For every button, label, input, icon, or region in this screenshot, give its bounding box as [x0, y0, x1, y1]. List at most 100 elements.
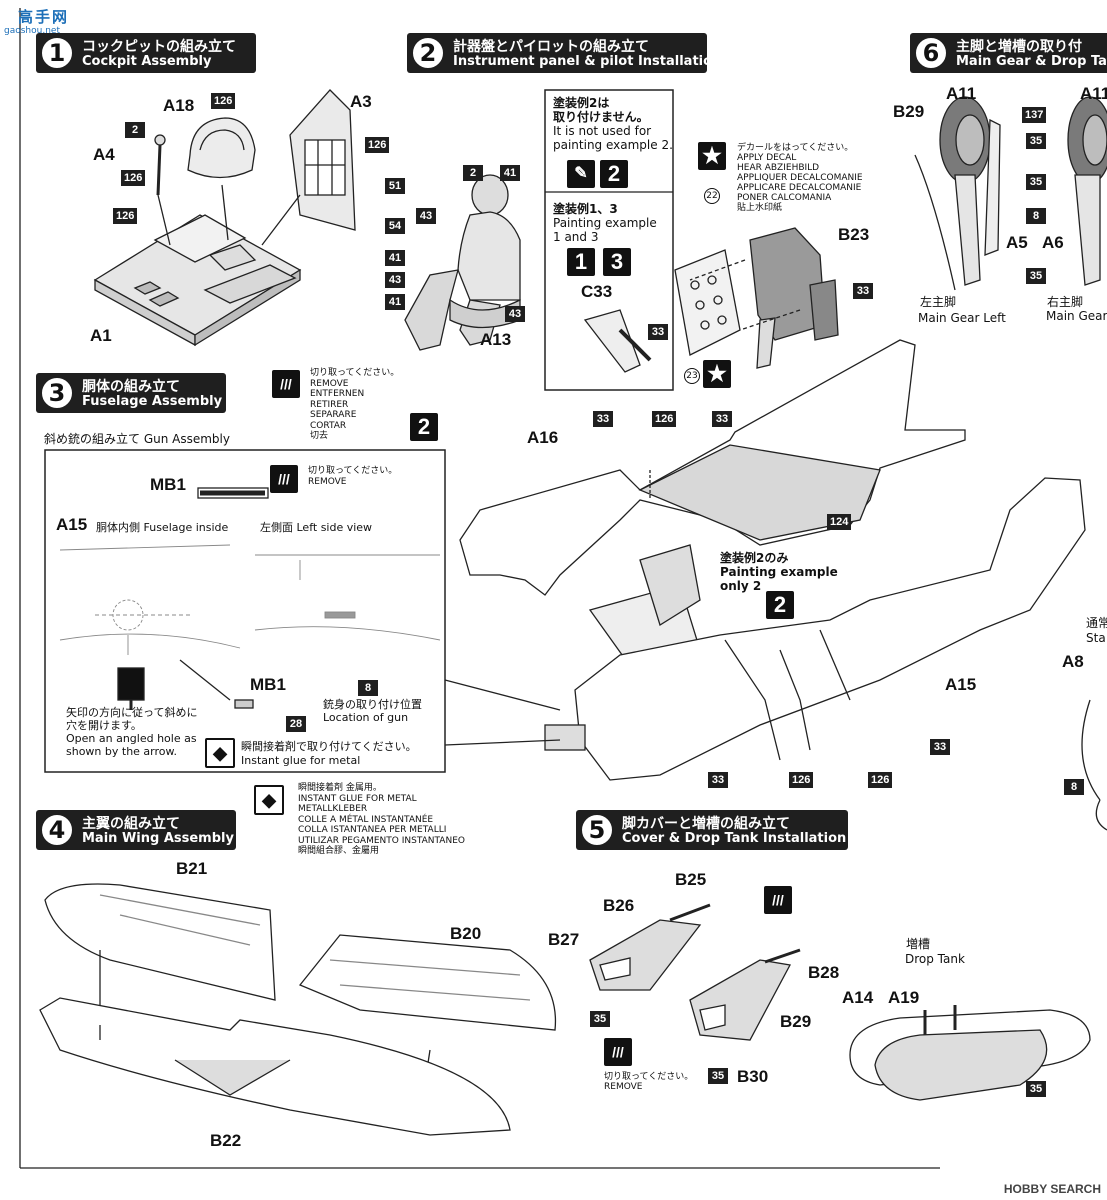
glue-diamond-icon: ◆ — [254, 785, 284, 815]
part-label: A6 — [1042, 233, 1064, 252]
not-used-note: 塗装例2は 取り付けません。 It is not used for painti… — [553, 96, 673, 152]
color-badge: 33 — [853, 283, 873, 299]
color-badge: 35 — [1026, 174, 1046, 190]
part-label: B20 — [450, 924, 482, 943]
right-edge-partial-drawing — [1081, 699, 1107, 831]
step-title-jp: 脚カバーと増槽の組み立て — [622, 816, 790, 832]
part-label: A8 — [1062, 652, 1084, 671]
step-number: 5 — [580, 813, 614, 847]
step-title-jp: 計器盤とパイロットの組み立て — [453, 39, 649, 55]
decal-number: 22 — [704, 188, 720, 204]
fuselage-inside-sketch — [59, 544, 241, 655]
step-number: 2 — [411, 36, 445, 70]
color-badge: 35 — [1026, 1081, 1046, 1097]
color-badge: 41 — [500, 165, 520, 181]
step-number: 6 — [914, 36, 948, 70]
glue-instruction-jp: 瞬間接着剤で取り付けてください。 — [241, 740, 417, 753]
gun-assembly-box — [44, 449, 446, 773]
step-3-header: 3 胴体の組み立て Fuselage Assembly — [36, 373, 226, 413]
color-badge: 126 — [652, 411, 677, 427]
part-label: B22 — [210, 1131, 242, 1150]
wing-b22-drawing — [39, 997, 511, 1136]
color-badge: 35 — [708, 1068, 728, 1084]
step-5-header: 5 脚カバーと増槽の組み立て Cover & Drop Tank Install… — [576, 810, 848, 850]
part-label: A16 — [527, 428, 559, 447]
cut-icon: /// — [764, 886, 792, 914]
fuselage-half-a16-drawing — [459, 339, 966, 596]
part-label: B27 — [548, 930, 580, 949]
hole-instruction: 矢印の方向に従って斜めに 穴を開けます。 Open an angled hole… — [66, 706, 198, 758]
standard-note-jp: 通常 — [1086, 616, 1107, 630]
part-label: A5 — [1006, 233, 1028, 252]
step-title-en: Cover & Drop Tank Installation — [622, 831, 847, 846]
remove-note-step5: 切り取ってください。 REMOVE — [604, 1072, 694, 1092]
main-gear-left-drawing — [914, 96, 1001, 291]
painting-example-icon: 1 — [567, 248, 595, 276]
gun-assembly-title: 斜め銃の組み立て Gun Assembly — [44, 432, 230, 446]
drop-tank-drawing — [849, 1005, 1091, 1101]
part-label: B21 — [176, 859, 208, 878]
step-title-en: Instrument panel & pilot Installation — [453, 54, 722, 69]
part-label: A3 — [350, 92, 372, 111]
standard-note-en: Sta — [1086, 631, 1106, 645]
step-title-jp: 主翼の組み立て — [82, 816, 180, 832]
color-badge: 33 — [712, 411, 732, 427]
color-badge: 8 — [1064, 779, 1084, 795]
glue-diamond-icon: ◆ — [205, 738, 235, 768]
color-badge: 126 — [113, 208, 138, 224]
color-badge: 51 — [385, 178, 405, 194]
wing-b21-drawing — [44, 883, 276, 1025]
painting-example-icon: 2 — [600, 160, 628, 188]
step-title-en: Cockpit Assembly — [82, 54, 212, 69]
step-number: 1 — [40, 36, 74, 70]
decal-star-icon: ★ — [703, 360, 731, 388]
drill-bit-icon — [117, 667, 145, 710]
color-badge: 33 — [648, 324, 668, 340]
gear-right-en: Main Gear — [1046, 309, 1107, 323]
step-2-header: 2 計器盤とパイロットの組み立て Instrument panel & pilo… — [407, 33, 721, 73]
color-badge: 2 — [125, 122, 145, 138]
painting-example-icon: 2 — [766, 591, 794, 619]
part-label: A15 — [945, 675, 977, 694]
color-badge: 35 — [1026, 268, 1046, 284]
part-label: MB1 — [150, 475, 186, 494]
part-label: A13 — [480, 330, 512, 349]
step-title-en: Main Gear & Drop Ta — [956, 54, 1107, 69]
color-badge: 126 — [868, 772, 893, 788]
step-number: 3 — [40, 376, 74, 410]
color-badge: 43 — [416, 208, 436, 224]
color-badge: 126 — [121, 170, 146, 186]
part-label: B28 — [808, 963, 840, 982]
part-label: A1 — [90, 326, 112, 345]
site-watermark: 高手网 gaoshou.net — [2, 4, 82, 38]
decal-number: 23 — [684, 368, 700, 384]
step-title-en: Fuselage Assembly — [82, 394, 223, 409]
color-badge: 8 — [358, 680, 378, 696]
control-stick-drawing — [154, 134, 171, 246]
painting-example-icon: 2 — [410, 413, 438, 441]
color-badge: 8 — [1026, 208, 1046, 224]
hobby-search-logo: HOBBY SEARCH — [1003, 1182, 1101, 1196]
only-example-2-note: 塗装例2のみ Painting example only 2 — [720, 551, 838, 593]
part-label: A19 — [888, 988, 920, 1007]
step-title-en: Main Wing Assembly — [82, 831, 234, 846]
glue-instruction-en: Instant glue for metal — [241, 754, 361, 767]
part-label: B29 — [780, 1012, 812, 1031]
color-badge: 41 — [385, 294, 405, 310]
watermark-title: 高手网 — [18, 8, 70, 26]
gear-right-jp: 右主脚 — [1047, 295, 1084, 309]
part-label: A11 — [946, 84, 977, 103]
left-side-sketch — [254, 554, 441, 641]
fuselage-half-a15-drawing — [544, 477, 1086, 781]
instant-glue-note: 瞬間接着剤 金属用。 INSTANT GLUE FOR METAL METALL… — [298, 783, 465, 856]
step-title-jp: 胴体の組み立て — [82, 379, 180, 395]
watermark-url: gaoshou.net — [4, 26, 60, 36]
part-label: B25 — [675, 870, 707, 889]
part-label: C33 — [581, 282, 613, 301]
color-badge: 54 — [385, 218, 405, 234]
part-label: MB1 — [250, 675, 286, 694]
arrow-to-mb1 — [179, 659, 231, 701]
fuselage-inside-caption: 胴体内側 Fuselage inside — [96, 521, 229, 534]
